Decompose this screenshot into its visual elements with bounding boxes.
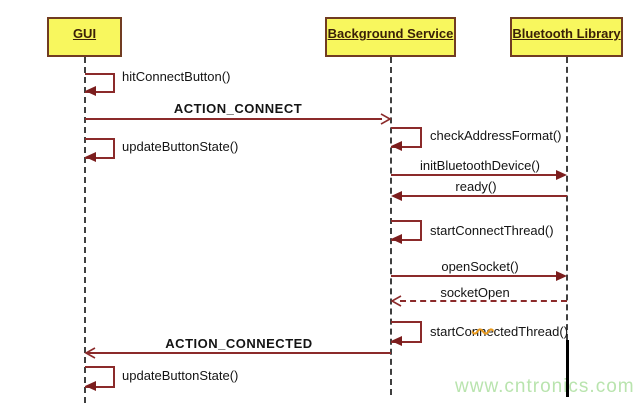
self-message-loop — [85, 138, 115, 159]
actor-bluetooth-library: Bluetooth Library — [510, 17, 623, 57]
message-label: socketOpen — [440, 285, 510, 300]
filled-arrowhead-left-icon — [391, 141, 402, 151]
open-arrowhead-left-icon — [390, 295, 402, 307]
filled-arrowhead-right-icon — [556, 271, 567, 281]
message-label: hitConnectButton() — [122, 69, 231, 84]
filled-arrowhead-left-icon — [391, 336, 402, 346]
message-label: updateButtonState() — [122, 368, 239, 383]
message-line — [85, 118, 382, 120]
message-label: updateButtonState() — [122, 139, 239, 154]
message-label: ACTION_CONNECTED — [165, 336, 313, 351]
message-label: ready() — [455, 179, 497, 194]
message-label: startConnectedThread() — [430, 324, 568, 339]
message-label: checkAddressFormat() — [430, 128, 562, 143]
filled-arrowhead-left-icon — [85, 86, 96, 96]
message-line — [87, 352, 391, 354]
message-label-part: ctedThread() — [493, 324, 569, 339]
self-message-loop — [391, 127, 422, 148]
actor-background-service: Background Service — [325, 17, 456, 57]
filled-arrowhead-left-icon — [85, 152, 96, 162]
lifeline-bluetooth-library — [566, 57, 568, 340]
message-label: startConnectThread() — [430, 223, 554, 238]
open-arrowhead-right-icon — [380, 113, 392, 125]
message-label: initBluetoothDevice() — [420, 158, 540, 173]
message-line-dashed — [400, 300, 567, 302]
message-label-highlighted-part: nne — [471, 324, 494, 339]
lifeline-bluetooth-library-solid-segment — [566, 340, 569, 397]
message-line — [391, 174, 557, 176]
message-line — [400, 195, 567, 197]
watermark: www.cntronics.com — [455, 376, 635, 397]
actor-bluetooth-library-label: Bluetooth Library — [512, 26, 621, 41]
lifeline-gui — [84, 57, 86, 403]
message-label: ACTION_CONNECT — [173, 101, 303, 116]
lifeline-background-service — [390, 57, 392, 395]
self-message-loop — [391, 321, 422, 343]
message-line — [391, 275, 557, 277]
filled-arrowhead-right-icon — [556, 170, 567, 180]
actor-gui-label: GUI — [72, 26, 97, 41]
open-arrowhead-left-icon — [84, 347, 96, 359]
filled-arrowhead-left-icon — [85, 381, 96, 391]
self-message-loop — [85, 73, 115, 93]
message-label: openSocket() — [441, 259, 519, 274]
self-message-loop — [391, 220, 422, 241]
message-label-part: startCo — [430, 324, 472, 339]
self-message-loop — [85, 366, 115, 388]
filled-arrowhead-left-icon — [391, 191, 402, 201]
actor-gui: GUI — [47, 17, 122, 57]
actor-background-service-label: Background Service — [327, 26, 454, 41]
filled-arrowhead-left-icon — [391, 234, 402, 244]
